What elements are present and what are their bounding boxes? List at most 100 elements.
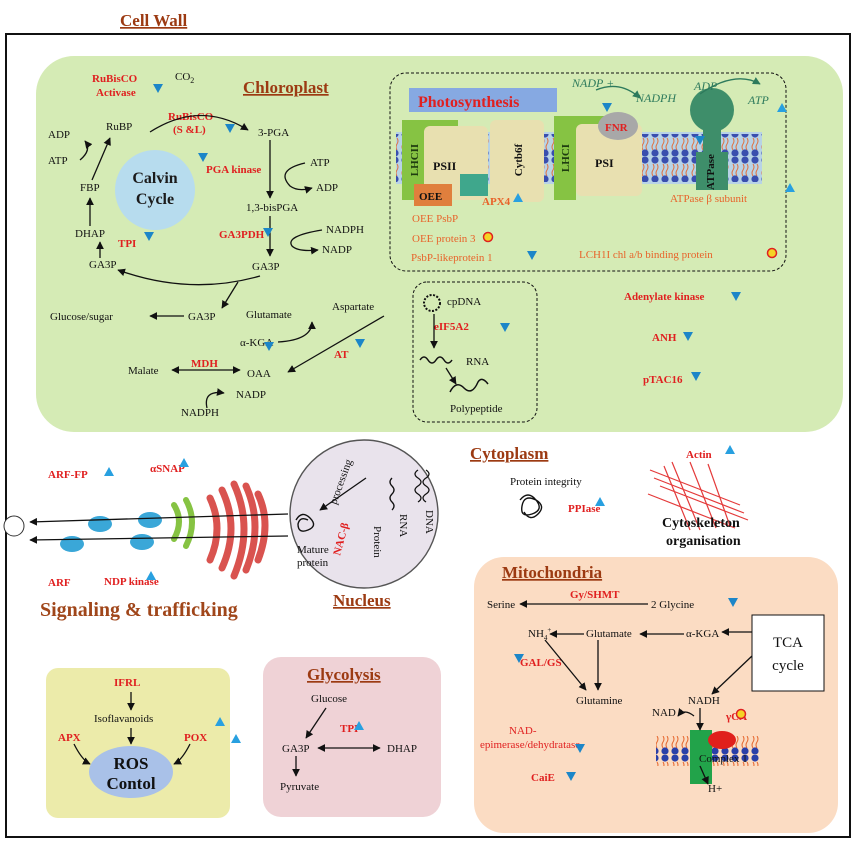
cpdna-box: cpDNA eIF5A2 RNA Polypeptide — [412, 281, 538, 423]
upregulated-marker-icon — [215, 717, 225, 726]
cytoplasm-label: Cytoplasm — [470, 444, 548, 463]
downregulated-marker-icon — [144, 232, 154, 241]
calvin-cycle: Calvin Cycle RuBisCO Activase CO2 RuBisC… — [48, 71, 364, 323]
ga3p-left: GA3P — [89, 259, 117, 271]
glucose: Glucose — [311, 693, 347, 705]
upregulated-marker-icon — [595, 497, 605, 506]
nad-epi-1: NAD- — [509, 725, 537, 737]
downregulated-marker-icon — [602, 103, 612, 112]
fnr-label: FNR — [605, 122, 629, 134]
anh: ANH — [652, 332, 677, 344]
nadph-mdh: NADPH — [181, 407, 219, 419]
isoflavanoids: Isoflavanoids — [94, 713, 153, 725]
eif5a2: eIF5A2 — [434, 321, 469, 333]
amino-acid-pathway: Glutamate Aspartate α-KGA AT Malate MDH … — [128, 301, 385, 419]
glucose-sugar: Glucose/sugar — [50, 311, 113, 323]
glutamate-chloro: Glutamate — [246, 309, 292, 321]
adp-left: ADP — [48, 129, 70, 141]
psbp-like-label: PsbP-likeprotein 1 — [411, 252, 493, 264]
golgi-apparatus — [3, 480, 269, 580]
asnap: αSNAP — [150, 463, 185, 475]
lhci-complex — [554, 116, 576, 200]
cytoskeleton-icon — [647, 461, 749, 531]
lhcii-complex — [402, 120, 424, 200]
malate: Malate — [128, 365, 159, 377]
lchii-label: LCH1I chl a/b binding protein — [579, 249, 713, 261]
tpi-calvin: TPI — [118, 238, 136, 250]
oee-block — [414, 184, 452, 206]
mixed-regulation-marker-icon — [735, 708, 747, 720]
cpdna-icon — [423, 294, 441, 312]
oee-protein3-label: OEE protein 3 — [412, 233, 476, 245]
atpase-beta-label: ATPase β subunit — [670, 193, 747, 205]
dhap: DHAP — [75, 228, 105, 240]
exocytosis-icon — [3, 515, 25, 537]
cytoskeleton-1: Cytoskeleton — [662, 516, 740, 531]
downregulated-marker-icon — [153, 84, 163, 93]
cytb6f-complex — [490, 120, 544, 202]
atpase-label: ATPase — [705, 154, 717, 190]
psi-label: PSI — [595, 156, 614, 170]
calvin-title-2: Cycle — [136, 191, 174, 208]
pox-ros: POX — [184, 732, 207, 744]
h-plus: H+ — [708, 783, 722, 795]
apx4-block — [460, 174, 488, 196]
glycolysis: Glycolysis Glucose TPI GA3P DHAP Pyruvat… — [263, 657, 441, 817]
nad: NAD — [652, 707, 676, 719]
rubisco-1: RuBisCO — [168, 111, 214, 123]
glutamate-mito: Glutamate — [586, 628, 632, 640]
glycolysis-label: Glycolysis — [307, 665, 381, 684]
downregulated-marker-icon — [695, 136, 705, 145]
nadp-plus: NADP + — [571, 76, 614, 90]
upregulated-marker-icon — [777, 103, 787, 112]
complex-1 — [690, 730, 712, 784]
ga3pdh: GA3PDH — [219, 229, 265, 241]
lhcii-label: LHCII — [409, 144, 421, 176]
downregulated-marker-icon — [728, 598, 738, 607]
upregulated-marker-icon — [354, 721, 364, 730]
bispga-label: 1,3-bisPGA — [246, 202, 298, 214]
nucleus-label: Nucleus — [333, 591, 391, 610]
upregulated-marker-icon — [104, 467, 114, 476]
akga-chloro: α-KGA — [240, 337, 273, 349]
cell-wall-border — [5, 33, 851, 838]
ifrl: IFRL — [114, 677, 140, 689]
tca-box — [751, 614, 825, 692]
upregulated-marker-icon — [513, 193, 523, 202]
serine: Serine — [487, 599, 515, 611]
rubp: RuBP — [106, 121, 132, 133]
tpi-glyco: TPI — [340, 723, 358, 735]
mixed-regulation-marker-icon — [766, 247, 778, 259]
downregulated-marker-icon — [514, 654, 524, 663]
ndp-kinase: NDP kinase — [104, 576, 159, 588]
fnr-enzyme — [598, 112, 638, 140]
downregulated-marker-icon — [263, 228, 273, 237]
ppiase: PPIase — [568, 503, 601, 515]
downregulated-marker-icon — [198, 153, 208, 162]
gal-gs: GAL/GS — [520, 657, 562, 669]
apx4-label: APX4 — [482, 196, 511, 208]
psi-complex — [576, 124, 642, 196]
caie: CaiE — [531, 772, 555, 784]
rna-wave-icon — [419, 356, 453, 364]
mature-1: Mature — [297, 544, 329, 556]
oaa: OAA — [247, 368, 271, 380]
chloroplast-label: Chloroplast — [243, 78, 329, 97]
ros-ellipse — [89, 746, 173, 798]
oee-psbp-label: OEE PsbP — [412, 213, 458, 225]
dna-nucleus: DNA — [423, 510, 435, 534]
nh4: NH4+ — [528, 626, 551, 642]
cytoskeleton-2: organisation — [666, 534, 741, 549]
tangled-protein-icon — [519, 494, 543, 519]
gamma-ca-subunit — [708, 731, 736, 749]
ga3p-right: GA3P — [252, 261, 280, 273]
cell-wall-label: Cell Wall — [120, 11, 187, 30]
glycine: 2 Glycine — [651, 599, 694, 611]
psii-label: PSII — [433, 159, 457, 173]
ros-title-2: Contol — [106, 774, 155, 793]
downregulated-marker-icon — [683, 332, 693, 341]
atp-left: ATP — [48, 155, 68, 167]
upregulated-marker-icon — [725, 445, 735, 454]
upregulated-marker-icon — [179, 458, 189, 467]
